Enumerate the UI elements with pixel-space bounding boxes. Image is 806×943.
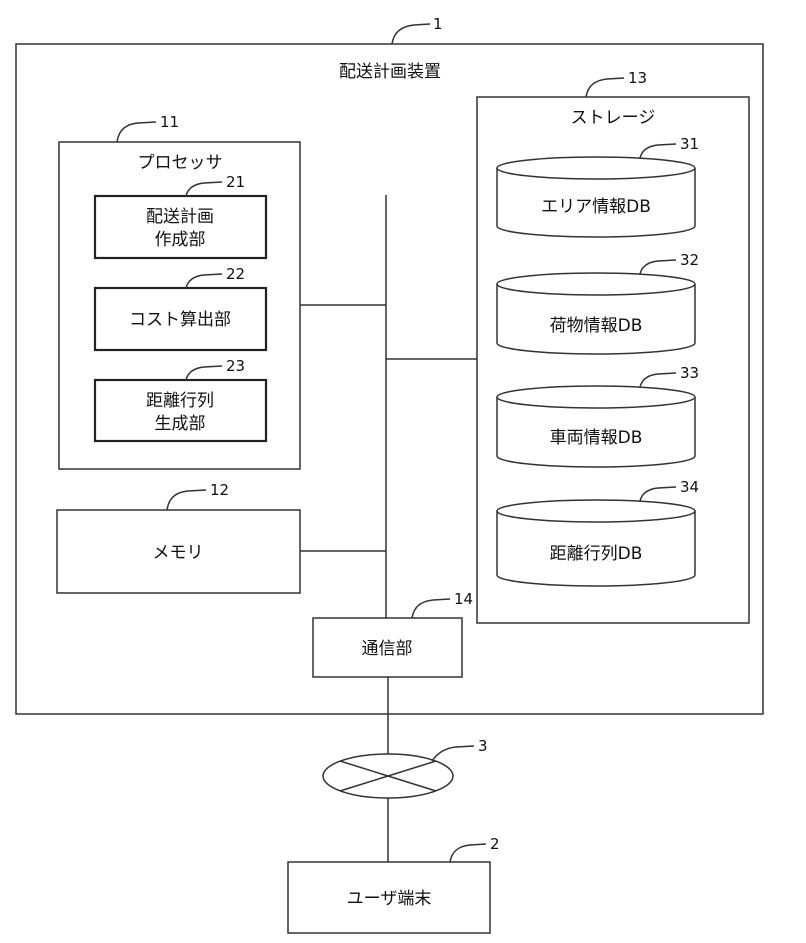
area-info-db-ref: 31 [680,135,699,153]
communication-unit-ref: 14 [454,590,473,608]
processor-ref: 11 [160,113,179,131]
plan-creator-line2: 作成部 [155,230,206,250]
vehicle-info-db-top [497,386,695,408]
device-leader [392,24,430,44]
distance-matrix-generator-line2: 生成部 [155,414,206,434]
storage-label: ストレージ [571,108,656,128]
cost-calculator-label: コスト算出部 [129,310,231,330]
distance-matrix-db: 距離行列DB [497,500,695,586]
distance-matrix-db-top [497,500,695,522]
cargo-info-db-label: 荷物情報DB [550,316,643,336]
memory-label: メモリ [153,543,204,563]
cargo-info-db-ref: 32 [680,251,699,269]
cargo-info-db-top [497,273,695,295]
network [323,754,453,798]
device-ref: 1 [433,15,443,33]
memory-ref: 12 [210,481,229,499]
cargo-info-db: 荷物情報DB [497,273,695,354]
distance-matrix-db-ref: 34 [680,478,699,496]
area-info-db: エリア情報DB [497,157,695,237]
vehicle-info-db-label: 車両情報DB [550,428,643,448]
distance-matrix-generator-line1: 距離行列 [146,391,214,411]
plan-creator-ref: 21 [226,173,245,191]
plan-creator-line1: 配送計画 [146,207,214,227]
user-terminal-label: ユーザ端末 [347,889,432,909]
storage-ref: 13 [628,69,647,87]
distance-matrix-db-label: 距離行列DB [550,544,643,564]
vehicle-info-db: 車両情報DB [497,386,695,467]
distance-matrix-generator-ref: 23 [226,357,245,375]
cost-calculator-ref: 22 [226,265,245,283]
user-terminal-leader [450,844,486,862]
network-leader [432,746,474,761]
communication-unit-label: 通信部 [362,639,413,659]
area-info-db-top [497,157,695,179]
user-terminal-ref: 2 [490,835,500,853]
device-label: 配送計画装置 [339,62,441,82]
network-ref: 3 [478,737,488,755]
vehicle-info-db-ref: 33 [680,364,699,382]
processor-label: プロセッサ [138,153,223,173]
area-info-db-label: エリア情報DB [541,197,651,217]
